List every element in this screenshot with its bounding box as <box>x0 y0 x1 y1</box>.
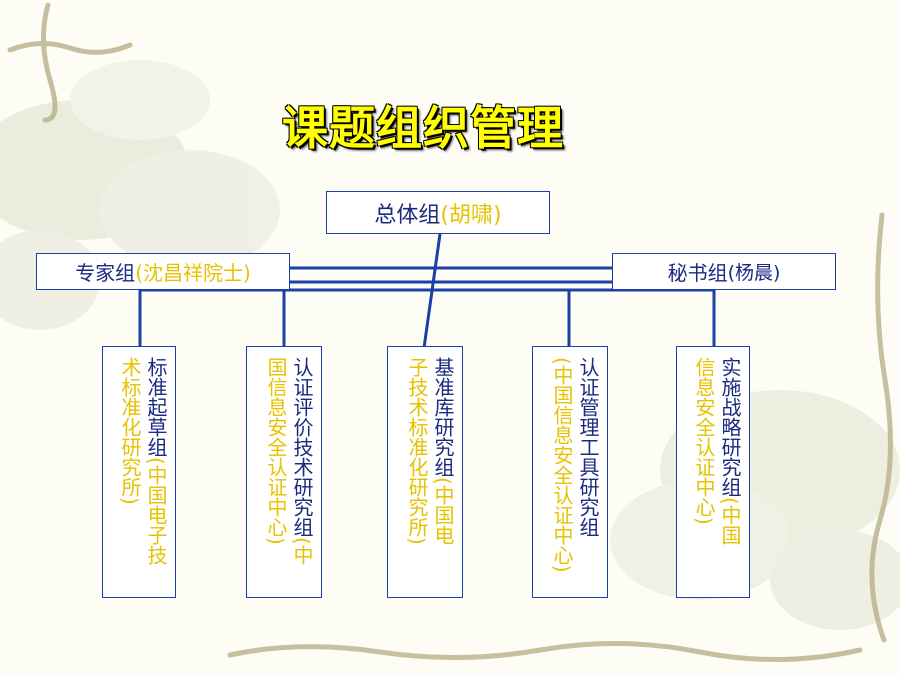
sub-group-box-1: 标准起草组(中国电子技 术标准化研究所) <box>102 346 176 598</box>
right-group-name: 秘书组 <box>667 261 728 285</box>
sub-group-5-org: 信息安全认证中心) <box>693 357 715 525</box>
sub-group-1-org: 术标准化研究所) <box>119 357 141 505</box>
right-group-box: 秘书组(杨晨) <box>612 253 836 290</box>
sub-group-1-name: 标准起草组(中国电子技 <box>145 357 167 565</box>
sub-group-3-org: 子技术标准化研究所) <box>406 357 428 545</box>
sub-group-4-org: (中国信息安全认证中心) <box>551 357 573 573</box>
sub-group-4-name: 认证管理工具研究组 <box>577 357 599 537</box>
left-group-name: 专家组 <box>75 261 136 285</box>
sub-group-2-org: 国信息安全认证中心) <box>265 357 287 545</box>
sub-group-box-4: 认证管理工具研究组 (中国信息安全认证中心) <box>532 346 608 598</box>
sub-group-2-name: 认证评价技术研究组(中 <box>291 357 313 565</box>
top-group-box: 总体组(胡啸) <box>326 191 550 234</box>
page-title: 课题组织管理 <box>282 101 564 155</box>
sub-group-3-name: 基准库研究组(中国电 <box>432 357 454 545</box>
sub-group-box-2: 认证评价技术研究组(中 国信息安全认证中心) <box>246 346 322 598</box>
sub-group-box-5: 实施战略研究组(中国 信息安全认证中心) <box>676 346 750 598</box>
left-group-box: 专家组(沈昌祥院士) <box>36 253 290 290</box>
top-group-leader: (胡啸) <box>440 202 502 228</box>
right-group-leader: (杨晨) <box>727 262 781 284</box>
top-group-name: 总体组 <box>374 202 441 228</box>
left-group-leader: (沈昌祥院士) <box>135 261 251 285</box>
sub-group-box-3: 基准库研究组(中国电 子技术标准化研究所) <box>387 346 463 598</box>
sub-group-5-name: 实施战略研究组(中国 <box>719 357 741 545</box>
